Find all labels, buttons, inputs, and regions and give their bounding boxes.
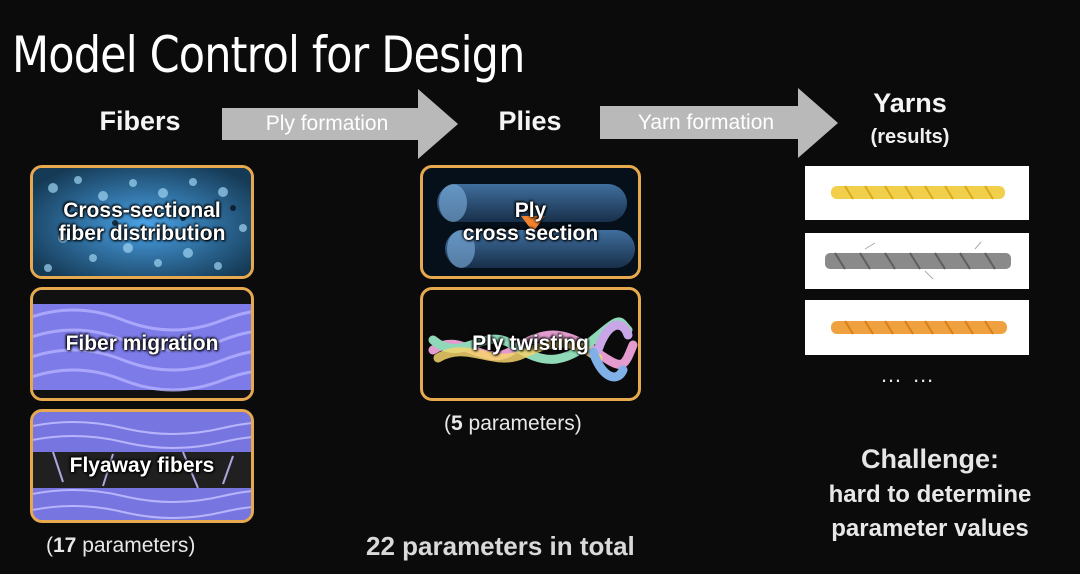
arrow-shape-icon (222, 89, 458, 159)
challenge-line-2: parameter values (831, 515, 1029, 542)
yarn-result-yellow (805, 166, 1029, 220)
ply-cross-section-label: Ply cross section (462, 198, 599, 245)
ply-formation-arrow: Ply formation (222, 87, 460, 161)
yarn-result-gray (805, 233, 1029, 289)
yellow-yarn-image (831, 185, 1005, 200)
yarn-result-orange (805, 300, 1029, 355)
challenge-line-1: hard to determine (828, 481, 1032, 508)
fiber-distribution-image (33, 168, 251, 276)
fiber-migration-image (33, 290, 251, 398)
gray-yarn-image (825, 241, 1011, 280)
fibers-header: Fibers (99, 106, 181, 136)
cross-section-label: Cross-sectional fiber distribution (58, 198, 226, 245)
ply-twisting-label: Ply twisting (472, 332, 589, 356)
plies-parameter-count: (5 parameters) (444, 412, 582, 435)
cross-section-panel: Cross-sectional fiber distribution (30, 165, 254, 279)
more-yarns-ellipsis: … … (880, 362, 937, 387)
orange-yarn-image (831, 320, 1007, 335)
ply-cross-section-panel: Ply cross section (420, 165, 641, 279)
ply-twisting-image (428, 317, 638, 382)
challenge-heading: Challenge: (860, 444, 1000, 474)
ply-twisting-panel: Ply twisting (420, 287, 641, 401)
yarns-header: Yarns (873, 88, 947, 118)
ply-formation-label: Ply formation (265, 112, 389, 135)
fibers-parameter-count: (17 parameters) (46, 534, 196, 557)
flyaway-fibers-image (33, 412, 251, 520)
fiber-migration-label: Fiber migration (65, 332, 219, 356)
yarn-formation-label: Yarn formation (637, 111, 775, 134)
total-parameters: 22 parameters in total (366, 531, 635, 561)
flyaway-fibers-panel: Flyaway fibers (30, 409, 254, 523)
plies-header: Plies (498, 106, 562, 136)
yarns-subheader: (results) (870, 126, 950, 148)
fiber-migration-panel: Fiber migration (30, 287, 254, 401)
slide-title: Model Control for Design (12, 26, 525, 84)
arrow-shape-icon (600, 88, 838, 158)
ply-cylinders-image (437, 184, 635, 268)
flyaway-fibers-label: Flyaway fibers (69, 454, 215, 478)
yarn-formation-arrow: Yarn formation (600, 86, 840, 160)
